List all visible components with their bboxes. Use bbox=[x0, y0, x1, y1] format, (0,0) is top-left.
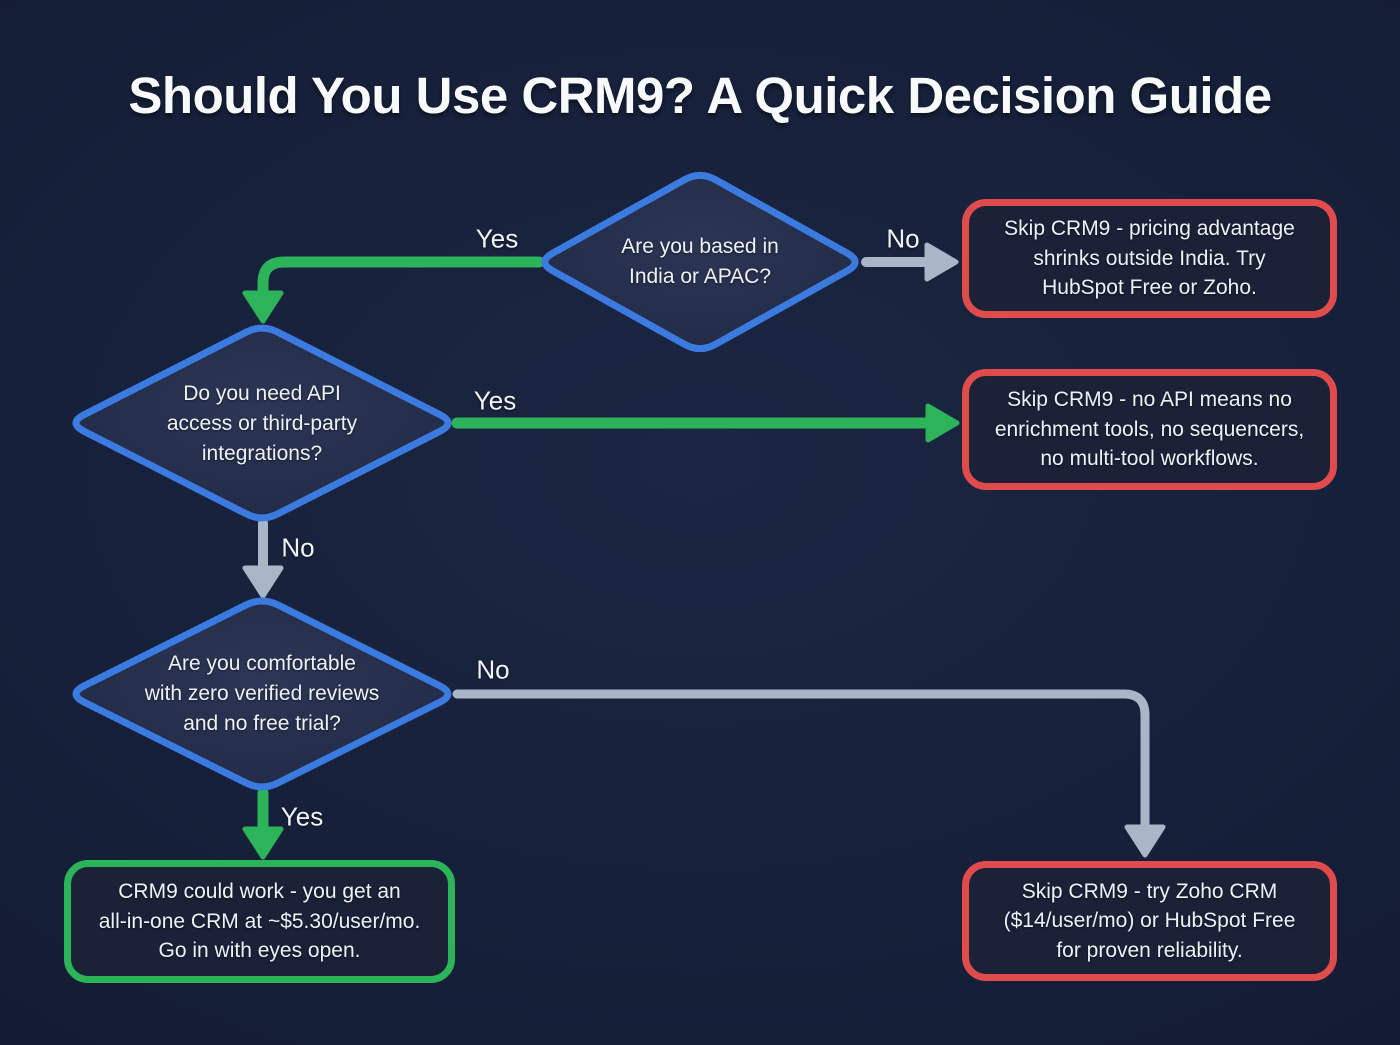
decision-label-api-access: Do you need API access or third-party in… bbox=[142, 379, 382, 469]
outcome-text-line: Go in with eyes open. bbox=[158, 939, 361, 963]
outcome-text-line: Skip CRM9 - try Zoho CRM bbox=[1021, 879, 1278, 903]
decision-text-line: with zero verified reviews bbox=[144, 682, 380, 705]
outcome-text: CRM9 could work - you get an all-in-one … bbox=[99, 877, 421, 966]
outcome-text: Skip CRM9 - pricing advantage shrinks ou… bbox=[1004, 214, 1295, 303]
outcome-text-line: Skip CRM9 - pricing advantage bbox=[1004, 217, 1295, 241]
edge-label-yes: Yes bbox=[475, 223, 519, 254]
outcome-text-line: CRM9 could work - you get an bbox=[118, 880, 401, 904]
arrowhead-down-icon bbox=[242, 826, 284, 860]
edge-label-no: No bbox=[476, 654, 510, 685]
decision-label-india-apac: Are you based in India or APAC? bbox=[595, 232, 805, 292]
decision-text-line: India or APAC? bbox=[628, 265, 772, 288]
edge-yes-d3-to-crm9-could-work bbox=[242, 787, 284, 860]
arrowhead-down-icon bbox=[242, 290, 284, 324]
outcome-text-line: enrichment tools, no sequencers, bbox=[994, 417, 1305, 441]
outcome-crm9-could-work: CRM9 could work - you get an all-in-one … bbox=[64, 860, 455, 983]
outcome-text: Skip CRM9 - no API means no enrichment t… bbox=[995, 385, 1304, 474]
outcome-text-line: ($14/user/mo) or HubSpot Free bbox=[1003, 909, 1296, 933]
edge-label-yes: Yes bbox=[280, 801, 324, 832]
outcome-text-line: HubSpot Free or Zoho. bbox=[1042, 276, 1257, 300]
outcome-skip-api: Skip CRM9 - no API means no enrichment t… bbox=[962, 369, 1337, 490]
decision-text-line: and no free trial? bbox=[183, 712, 341, 735]
decision-text-line: Are you comfortable bbox=[168, 652, 356, 675]
outcome-text: Skip CRM9 - try Zoho CRM ($14/user/mo) o… bbox=[1004, 877, 1296, 966]
outcome-text-line: all-in-one CRM at ~$5.30/user/mo. bbox=[98, 909, 421, 933]
edge-no-d2-to-d3 bbox=[242, 518, 284, 599]
decision-text-line: integrations? bbox=[201, 442, 323, 465]
arrowhead-down-icon bbox=[242, 565, 284, 599]
outcome-text-line: shrinks outside India. Try bbox=[1033, 246, 1266, 270]
outcome-skip-reliability: Skip CRM9 - try Zoho CRM ($14/user/mo) o… bbox=[962, 861, 1337, 981]
edge-no-d3-to-skip-reliability bbox=[452, 689, 1166, 858]
arrowhead-right-icon bbox=[925, 403, 960, 443]
decision-text-line: Do you need API bbox=[183, 382, 341, 405]
edge-no-d1-to-skip-pricing bbox=[861, 242, 959, 282]
decision-text-line: access or third-party bbox=[166, 412, 358, 435]
outcome-skip-pricing: Skip CRM9 - pricing advantage shrinks ou… bbox=[962, 199, 1337, 318]
edge-label-no: No bbox=[886, 223, 920, 254]
edge-yes-d1-to-d2 bbox=[242, 256, 545, 324]
decision-diamond-india-apac bbox=[541, 171, 859, 353]
outcome-text-line: Skip CRM9 - no API means no bbox=[1007, 388, 1292, 412]
arrowhead-right-icon bbox=[924, 242, 959, 282]
page-title: Should You Use CRM9? A Quick Decision Gu… bbox=[128, 67, 1272, 124]
decision-diamond-reviews-trial bbox=[72, 597, 452, 791]
decision-label-reviews-trial: Are you comfortable with zero verified r… bbox=[127, 649, 397, 739]
outcome-text-line: no multi-tool workflows. bbox=[1040, 447, 1259, 471]
edge-label-no: No bbox=[281, 532, 315, 563]
outcome-text-line: for proven reliability. bbox=[1056, 938, 1243, 962]
decision-diamond-api-access bbox=[72, 324, 452, 522]
edge-label-yes: Yes bbox=[473, 385, 517, 416]
arrowhead-down-icon bbox=[1124, 824, 1166, 858]
decision-text-line: Are you based in bbox=[621, 235, 779, 258]
edge-yes-d2-to-skip-api bbox=[451, 403, 960, 443]
